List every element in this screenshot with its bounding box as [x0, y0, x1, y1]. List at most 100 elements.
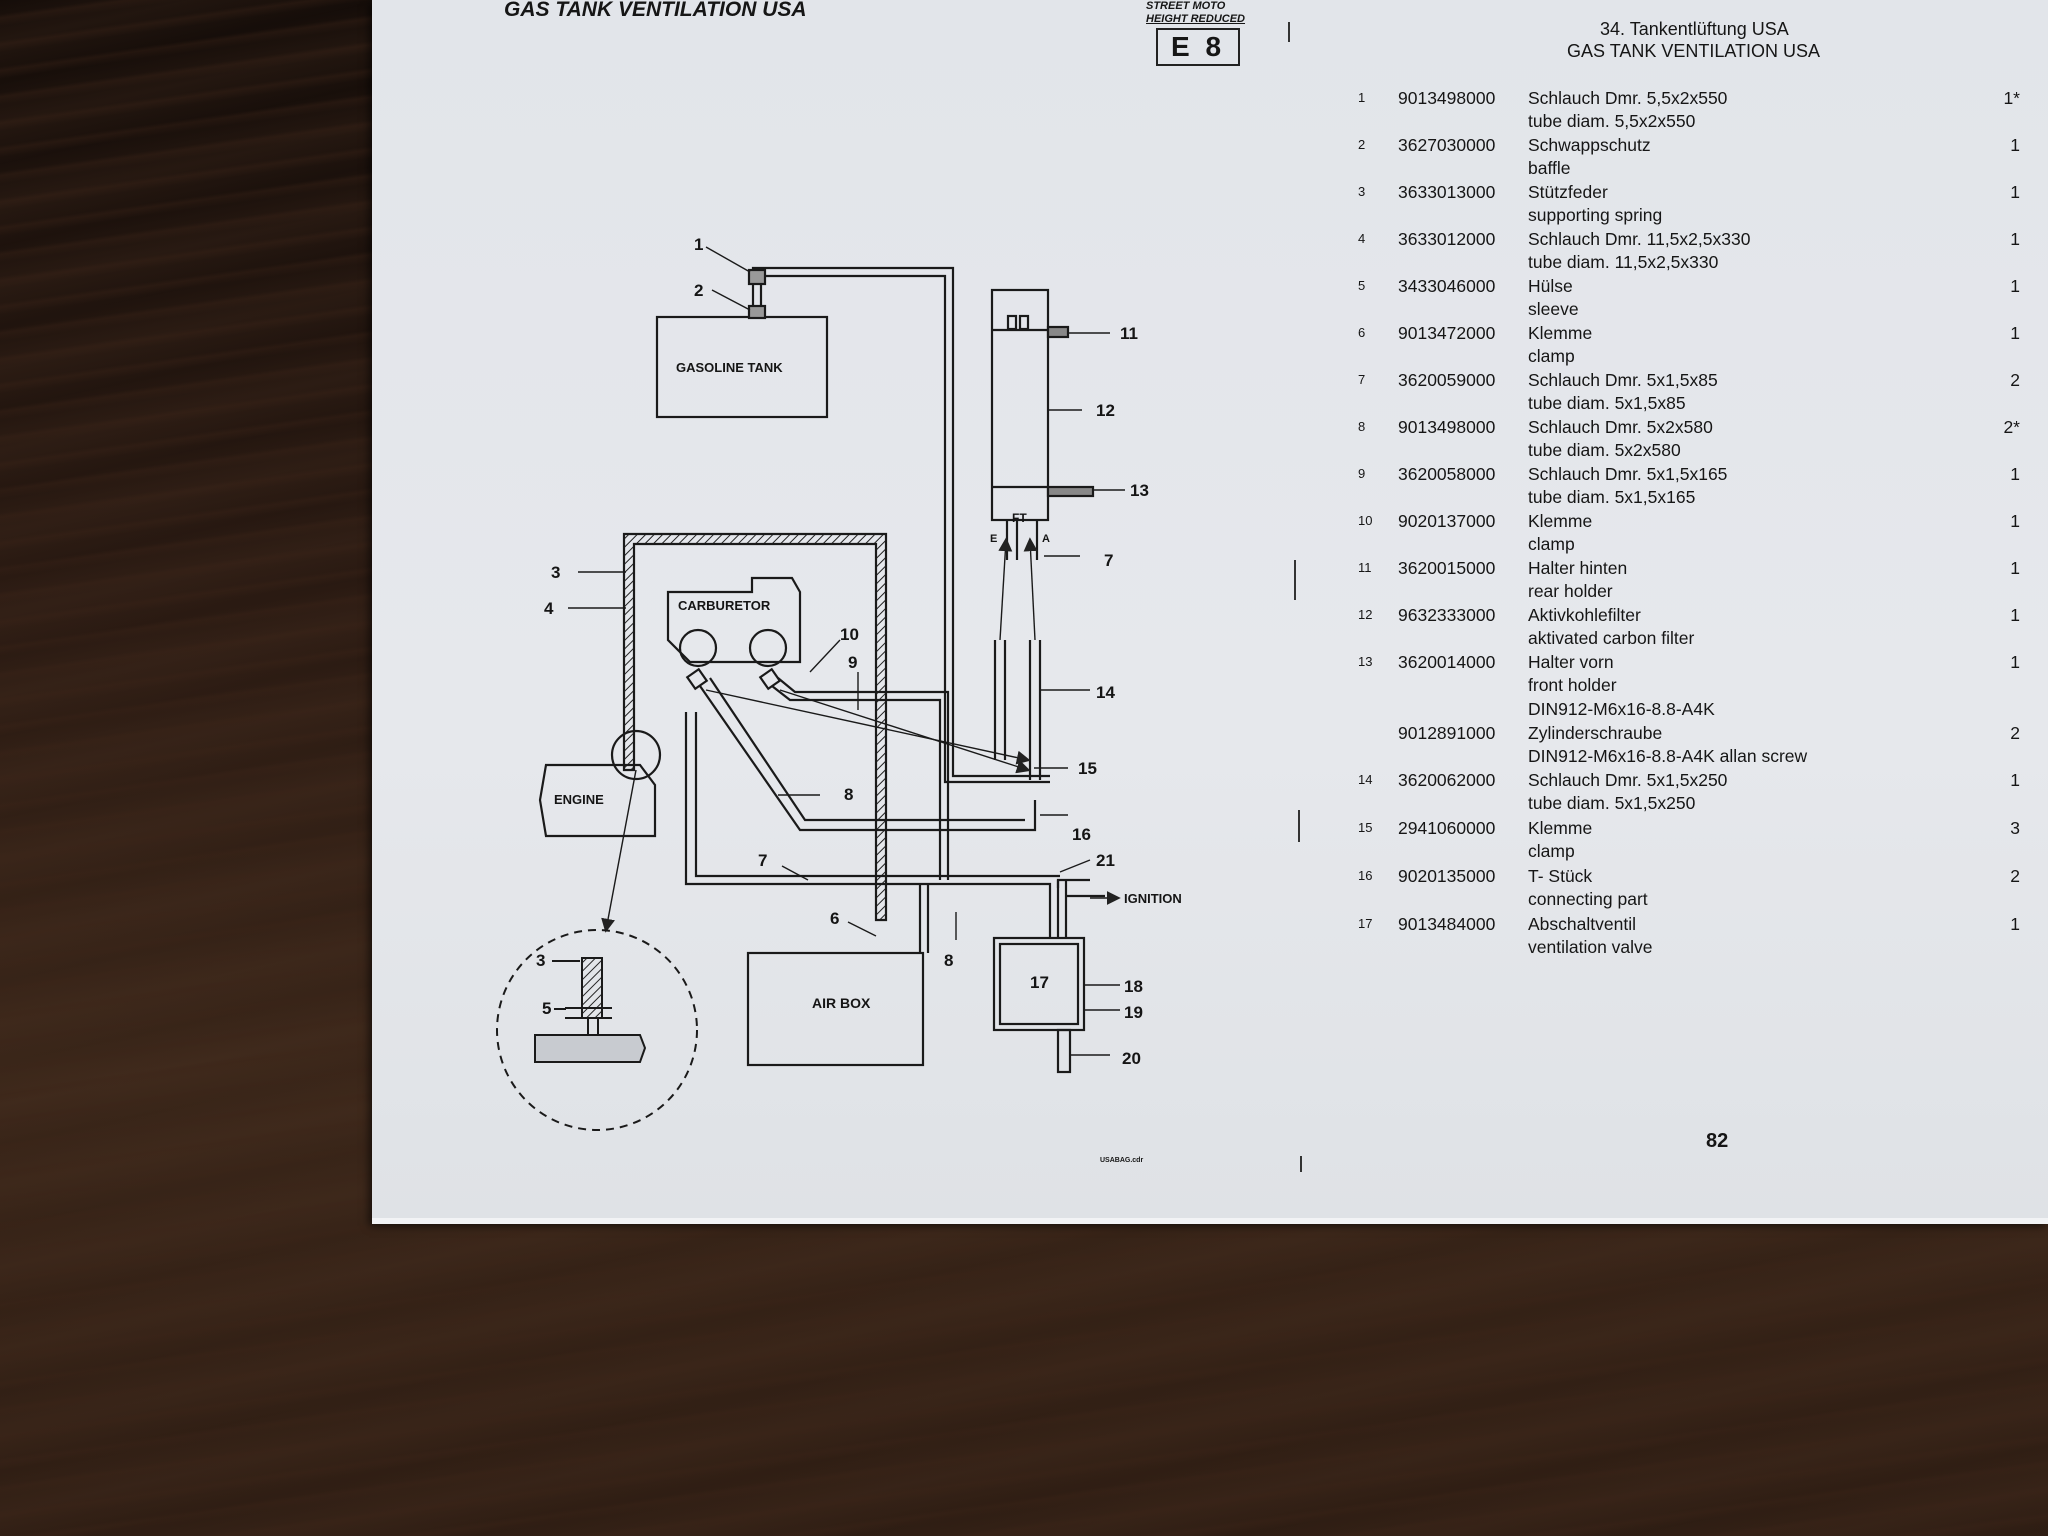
item-qty: 1	[2010, 605, 2020, 625]
item-part-number: 9632333000	[1398, 605, 1496, 625]
callout-20: 20	[1122, 1049, 1141, 1068]
item-desc-en: supporting spring	[1528, 205, 1663, 225]
item-desc-de: Hülse	[1528, 276, 1573, 296]
list-item: 9 3620058000 Schlauch Dmr. 5x1,5x165 tub…	[1350, 464, 2040, 511]
item-desc-de: T- Stück	[1528, 866, 1593, 886]
variant-line-1: STREET MOTO	[1146, 0, 1226, 12]
item-desc-de: DIN912-M6x16-8.8-A4K	[1528, 699, 1715, 719]
list-item: 11 3620015000 Halter hinten rear holder …	[1350, 558, 2040, 605]
item-qty: 1	[2010, 914, 2020, 934]
label-carburetor: CARBURETOR	[678, 598, 771, 613]
item-part-number: 3620058000	[1398, 464, 1496, 484]
item-part-number: 9013484000	[1398, 914, 1496, 934]
list-item: 8 9013498000 Schlauch Dmr. 5x2x580 tube …	[1350, 417, 2040, 464]
item-part-number: 9013498000	[1398, 88, 1496, 108]
callout-8: 8	[844, 785, 853, 804]
list-item: 4 3633012000 Schlauch Dmr. 11,5x2,5x330 …	[1350, 229, 2040, 276]
callout-15: 15	[1078, 759, 1097, 778]
list-item: 9012891000 Zylinderschraube DIN912-M6x16…	[1350, 723, 2040, 770]
item-qty: 1*	[2003, 88, 2020, 108]
item-desc-en: tube diam. 5,5x2x550	[1528, 111, 1696, 131]
engine	[538, 763, 657, 838]
list-item: 12 9632333000 Aktivkohlefilter aktivated…	[1350, 605, 2040, 652]
callout-16: 16	[1072, 825, 1091, 844]
variant-line-2: HEIGHT REDUCED	[1146, 13, 1246, 25]
label-ignition: IGNITION	[1124, 891, 1182, 906]
carburetor	[666, 576, 802, 664]
item-part-number: 3633013000	[1398, 182, 1496, 202]
label-a: A	[1042, 533, 1050, 545]
label-gasoline-tank: GASOLINE TANK	[676, 360, 783, 375]
item-desc-de: Klemme	[1528, 818, 1593, 838]
item-desc-de: Klemme	[1528, 511, 1593, 531]
list-item: 15 2941060000 Klemme clamp 3	[1350, 818, 2040, 865]
list-item: 2 3627030000 Schwappschutz baffle 1	[1350, 135, 2040, 182]
diagram-title: GAS TANK VENTILATION USA	[504, 0, 807, 21]
item-desc-de: Schlauch Dmr. 5x2x580	[1528, 417, 1713, 437]
hose-21	[896, 874, 1060, 938]
callout-6: 6	[830, 909, 839, 928]
item-pos: 15	[1358, 820, 1373, 835]
item-pos: 2	[1358, 137, 1366, 152]
item-desc-en: sleeve	[1528, 299, 1579, 319]
item-desc-de: Halter hinten	[1528, 558, 1628, 578]
item-qty: 1	[2010, 464, 2020, 484]
item-desc-de: Schlauch Dmr. 5,5x2x550	[1528, 88, 1728, 108]
item-desc-en: tube diam. 5x1,5x165	[1528, 487, 1696, 507]
item-pos: 16	[1358, 868, 1373, 883]
hose-7	[684, 712, 896, 886]
item-pos: 11	[1358, 560, 1372, 575]
ventilation-valve	[992, 936, 1086, 1032]
item-pos: 10	[1358, 513, 1373, 528]
frame-tube	[622, 532, 888, 922]
item-qty: 2*	[2003, 417, 2020, 437]
list-item: 5 3433046000 Hülse sleeve 1	[1350, 276, 2040, 323]
item-qty: 1	[2010, 323, 2020, 343]
item-part-number: 9013498000	[1398, 417, 1496, 437]
label-engine: ENGINE	[554, 792, 604, 807]
item-qty: 1	[2010, 770, 2020, 790]
item-pos: 5	[1358, 278, 1366, 293]
callout-4: 4	[544, 599, 554, 618]
item-desc-de: Schlauch Dmr. 5x1,5x85	[1528, 370, 1718, 390]
item-desc-de: Schlauch Dmr. 5x1,5x250	[1528, 770, 1728, 790]
file-name: USABAG.cdr	[1100, 1157, 1144, 1164]
item-desc-en: ventilation valve	[1528, 937, 1653, 957]
callout-11: 11	[1120, 324, 1138, 343]
list-item: 7 3620059000 Schlauch Dmr. 5x1,5x85 tube…	[1350, 370, 2040, 417]
item-qty: 2	[2010, 723, 2020, 743]
item-part-number: 3633012000	[1398, 229, 1496, 249]
callout-19: 19	[1124, 1003, 1143, 1022]
column-divider-bottom	[1300, 1156, 1302, 1172]
label-air-box: AIR BOX	[812, 995, 871, 1011]
item-desc-en: tube diam. 5x1,5x85	[1528, 393, 1686, 413]
list-item: 10 9020137000 Klemme clamp 1	[1350, 511, 2040, 558]
item-qty: 1	[2010, 511, 2020, 531]
item-pos: 9	[1358, 466, 1366, 481]
item-part-number: 2941060000	[1398, 818, 1496, 838]
item-desc-en: tube diam. 5x1,5x250	[1528, 793, 1696, 813]
callout-17: 17	[1030, 973, 1049, 992]
callout-12: 12	[1096, 401, 1115, 420]
item-pos: 7	[1358, 372, 1366, 387]
callout-3-detail: 3	[536, 951, 545, 970]
item-desc-en: clamp	[1528, 346, 1575, 366]
page-edge	[372, 1218, 2048, 1224]
air-box	[746, 951, 925, 1067]
item-pos: 12	[1358, 607, 1373, 622]
item-desc-de: Klemme	[1528, 323, 1593, 343]
item-pos: 6	[1358, 325, 1366, 340]
list-item: 3 3633013000 Stützfeder supporting sprin…	[1350, 182, 2040, 229]
callout-14: 14	[1096, 683, 1115, 702]
callout-10: 10	[840, 625, 859, 644]
item-desc-en: tube diam. 11,5x2,5x330	[1528, 252, 1719, 272]
gasoline-tank	[655, 315, 829, 419]
item-part-number: 9020135000	[1398, 866, 1496, 886]
column-divider-top	[1288, 22, 1290, 42]
item-pos: 3	[1358, 184, 1366, 199]
callout-2: 2	[694, 281, 703, 300]
tank-vent-tube	[751, 266, 1050, 784]
list-item: 14 3620062000 Schlauch Dmr. 5x1,5x250 tu…	[1350, 770, 2040, 817]
callout-18: 18	[1124, 977, 1143, 996]
item-pos: 1	[1358, 90, 1366, 105]
